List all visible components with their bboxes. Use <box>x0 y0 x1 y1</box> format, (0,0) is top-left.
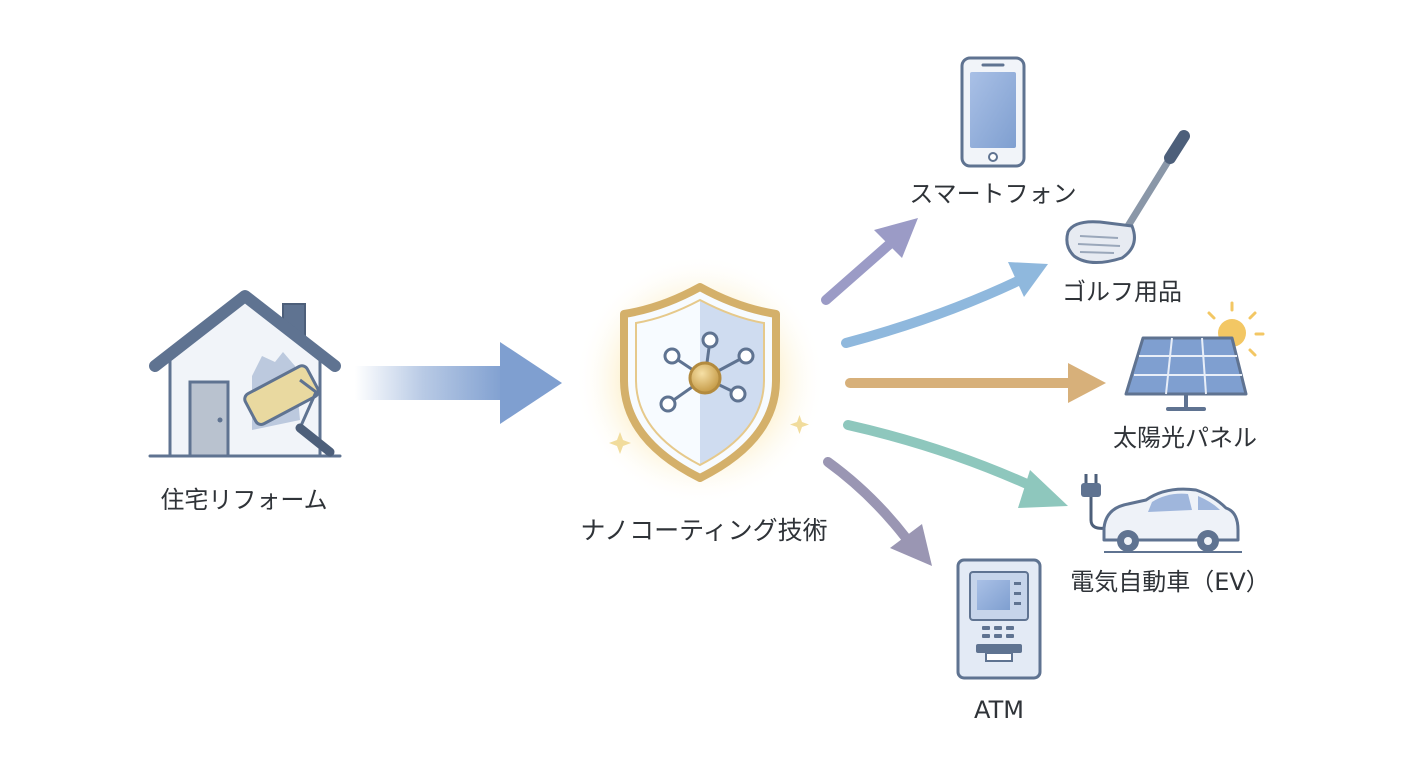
house-renovation-icon <box>148 290 342 458</box>
arrowhead-ev <box>1018 470 1068 508</box>
smartphone-label: スマートフォン <box>909 180 1077 208</box>
source-label: 住宅リフォーム <box>160 486 328 514</box>
molecule-icon <box>659 331 755 413</box>
arrow-smartphone <box>821 237 897 305</box>
arrowhead-solar <box>1068 363 1106 403</box>
paint-roller-icon <box>243 364 335 457</box>
sparkle-icon <box>609 432 631 454</box>
golf-club-icon <box>1065 130 1190 264</box>
solar-panel-icon <box>1124 301 1265 411</box>
atm-icon <box>956 558 1042 680</box>
arrow-ev <box>843 420 1045 495</box>
arrowhead-golf <box>1008 262 1048 297</box>
golf-label: ゴルフ用品 <box>1062 278 1182 306</box>
smartphone-icon <box>960 56 1026 168</box>
ev-label: 電気自動車（EV） <box>1070 568 1270 596</box>
arrowhead-atm <box>890 524 932 566</box>
core-label: ナノコーティング技術 <box>580 516 828 545</box>
arrow-golf <box>841 275 1025 348</box>
electric-car-icon <box>1081 474 1242 553</box>
main-arrow <box>355 342 562 424</box>
arrow-atm <box>823 457 911 543</box>
solar-label: 太陽光パネル <box>1113 424 1257 452</box>
sparkle-icon <box>790 415 809 434</box>
nano-shield-icon <box>575 255 825 505</box>
atm-label: ATM <box>974 696 1024 724</box>
arrowhead-smartphone <box>874 218 918 258</box>
branch-arrows <box>821 218 1106 566</box>
plug-icon <box>1081 474 1107 530</box>
